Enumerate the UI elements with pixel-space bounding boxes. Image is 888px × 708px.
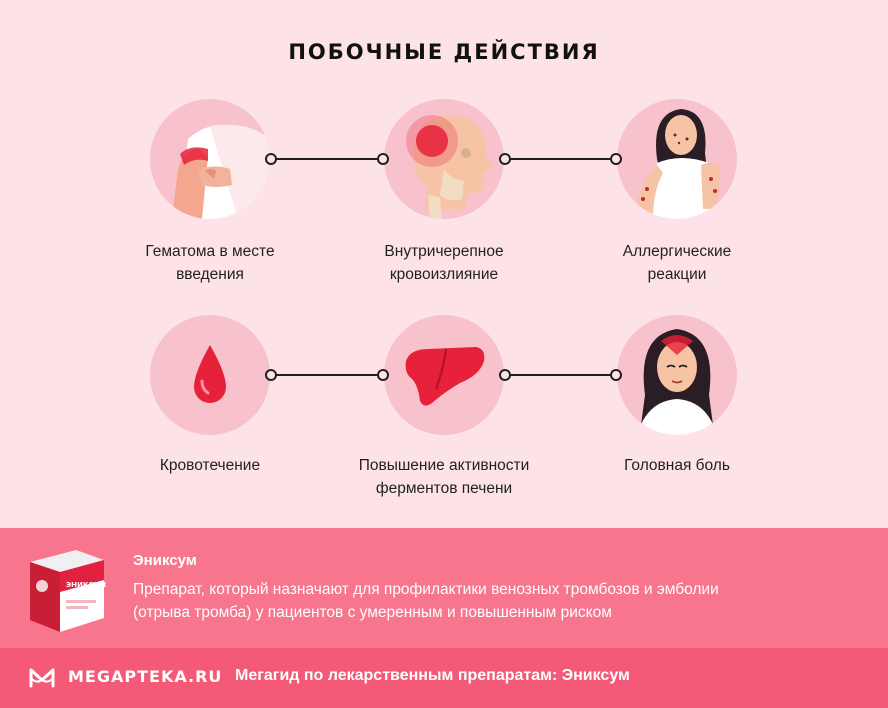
- megapteka-logo-icon[interactable]: [28, 665, 56, 694]
- connector-dot: [377, 153, 389, 165]
- connector-dot: [377, 369, 389, 381]
- drug-box-image: ЭНИКСУМ: [26, 546, 108, 639]
- drug-info-band: [0, 528, 888, 648]
- drug-guide-link[interactable]: Мегагид по лекарственным препаратам: Эни…: [235, 667, 630, 684]
- skull-head-icon: [384, 99, 504, 219]
- drug-name: Эниксум: [133, 552, 197, 569]
- connector-dot: [265, 369, 277, 381]
- connector-line: [506, 158, 616, 160]
- page-title: ПОБОЧНЫЕ ДЕЙСТВИЯ: [288, 40, 600, 64]
- allergic-woman-icon: [617, 99, 737, 219]
- headache-woman-icon: [617, 315, 737, 435]
- connector-line: [272, 374, 382, 376]
- drug-description: Препарат, который назначают для профилак…: [133, 581, 719, 621]
- arm-bruise-icon: [150, 99, 270, 219]
- liver-icon: [384, 315, 504, 435]
- connector-line: [272, 158, 382, 160]
- brand-name-link[interactable]: MEGAPTEKA.RU: [68, 667, 223, 686]
- connector-dot: [265, 153, 277, 165]
- blood-drop-icon: [150, 315, 270, 435]
- connector-dot: [499, 153, 511, 165]
- connector-dot: [610, 153, 622, 165]
- drug-box-label: ЭНИКСУМ: [66, 581, 106, 589]
- connector-dot: [610, 369, 622, 381]
- connector-dot: [499, 369, 511, 381]
- footer-bar: [0, 648, 888, 708]
- effect-caption: Кровотечение: [159, 457, 261, 474]
- connector-line: [506, 374, 616, 376]
- effect-caption: Головная боль: [624, 457, 730, 474]
